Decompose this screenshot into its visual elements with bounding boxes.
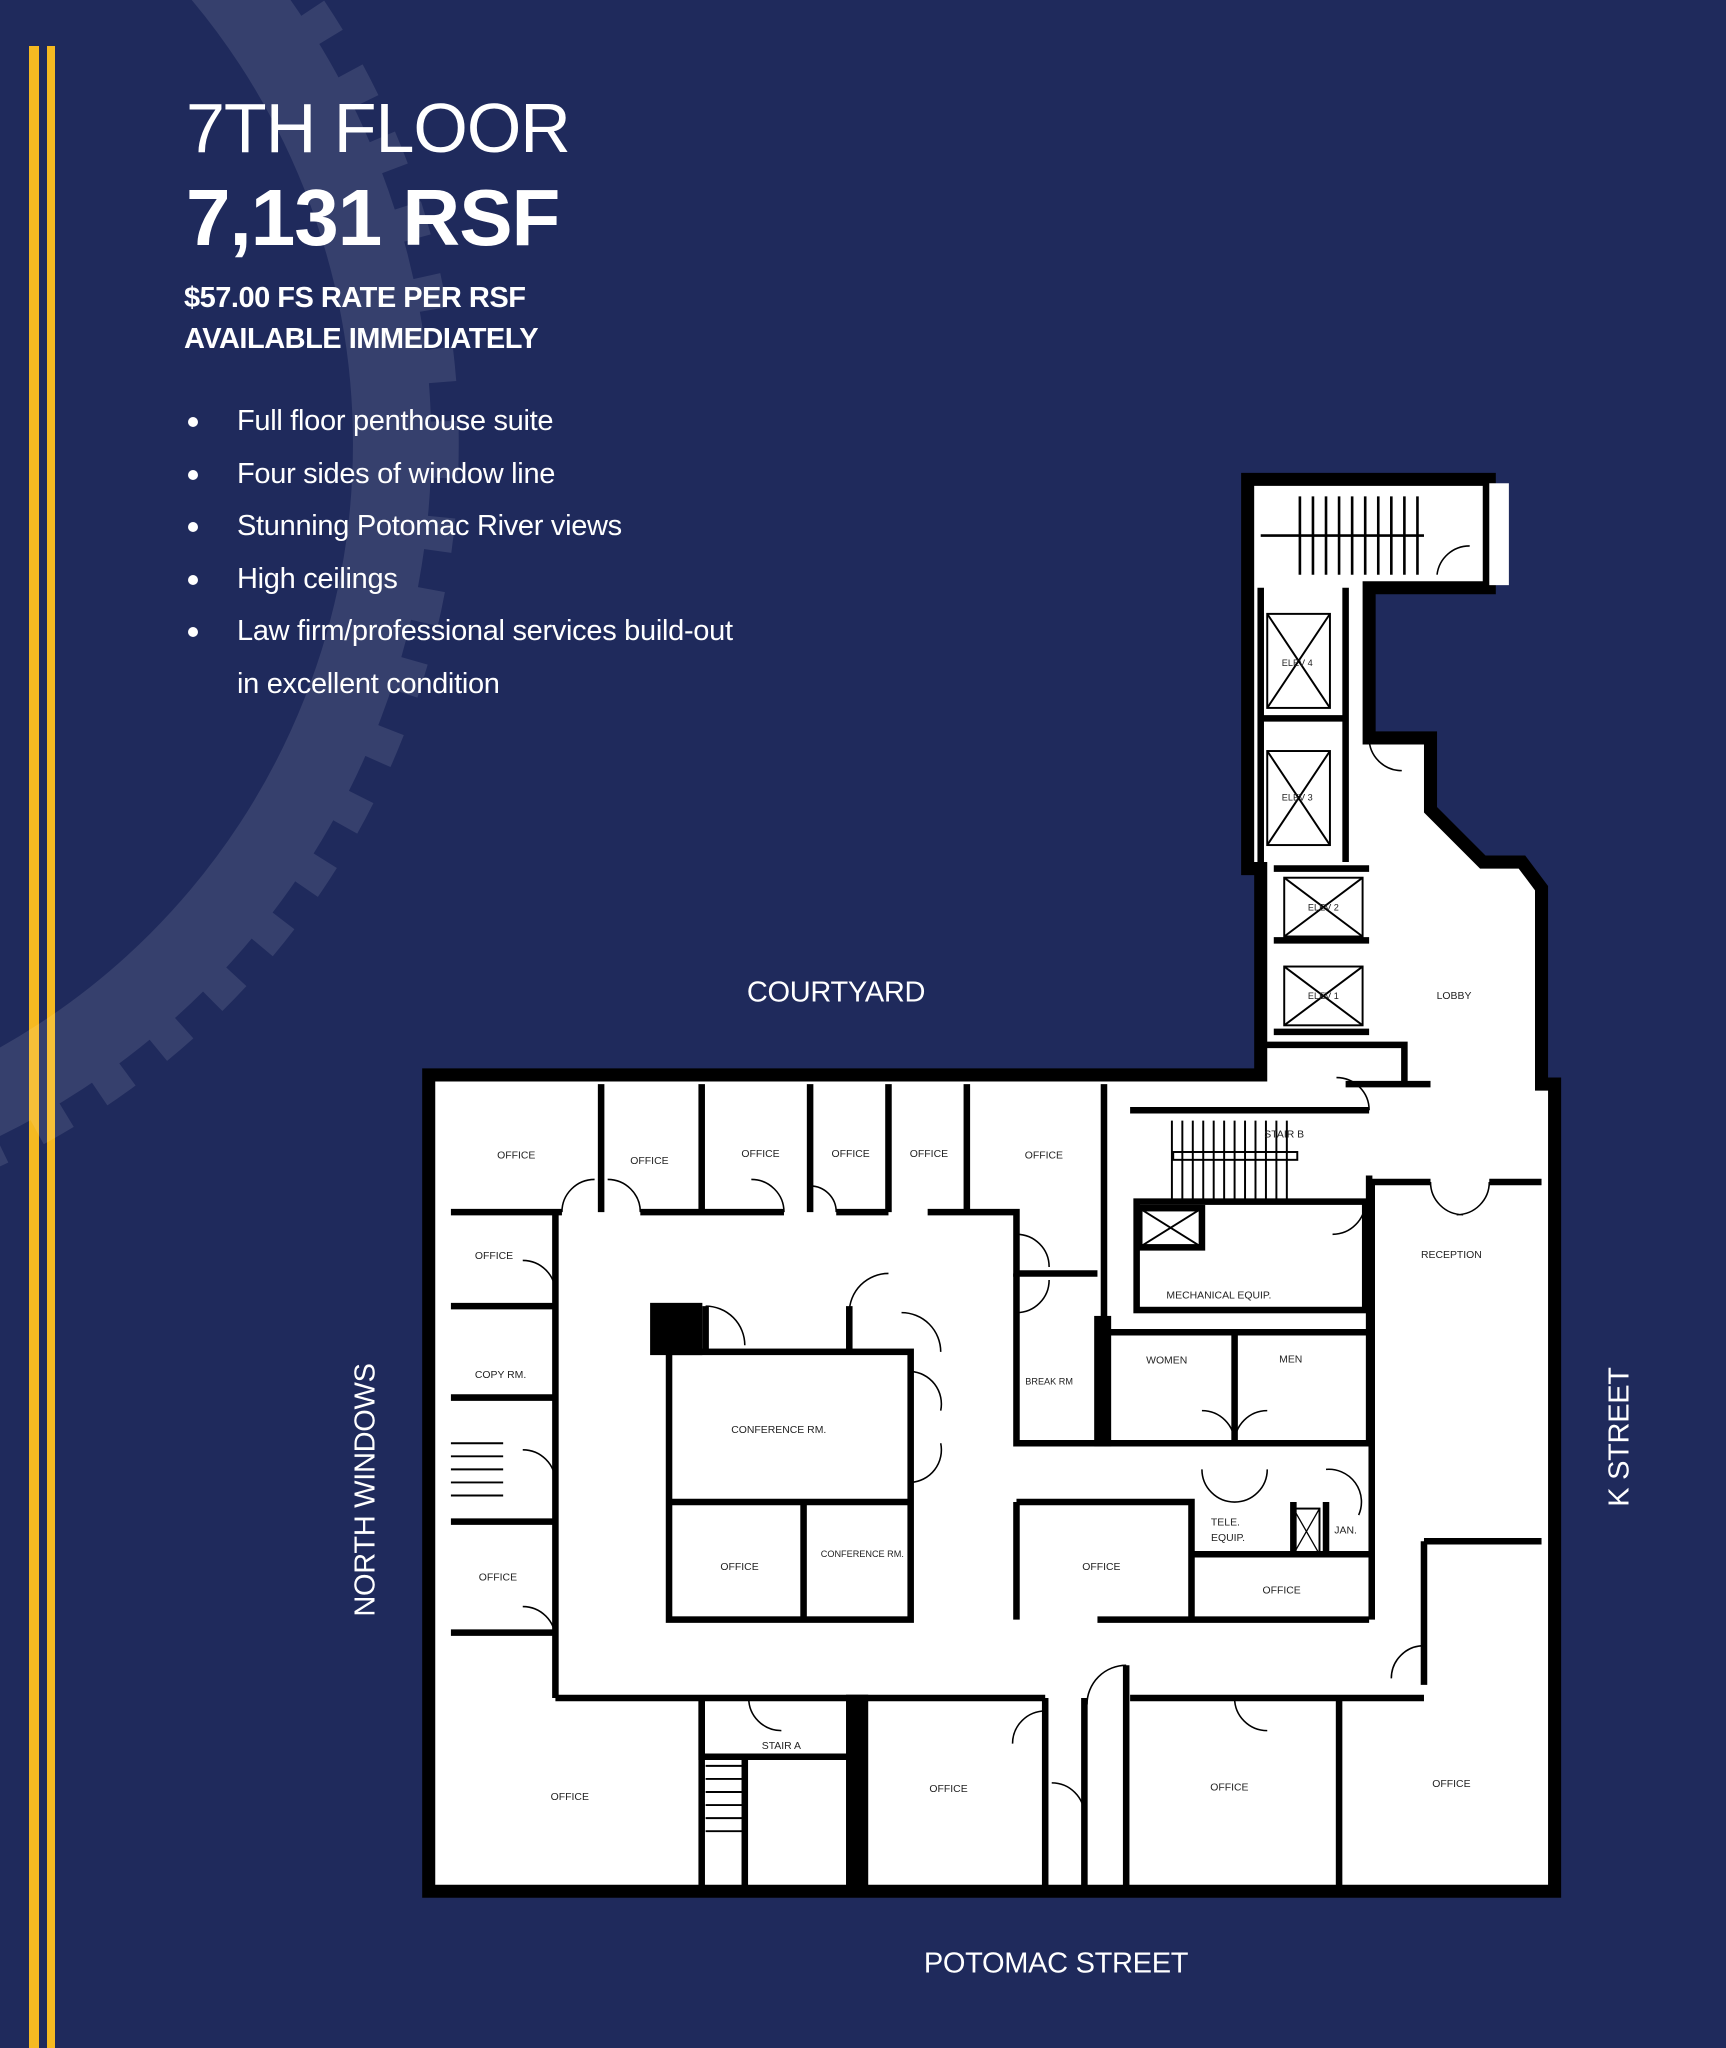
bullet-icon — [188, 417, 198, 427]
room-label: OFFICE — [1262, 1585, 1300, 1596]
room-label: LOBBY — [1437, 991, 1472, 1002]
room-label: TELE. — [1211, 1518, 1240, 1529]
watermark-gear-icon — [0, 0, 459, 1167]
room-label: OFFICE — [741, 1149, 779, 1160]
label-k-street: K STREET — [1603, 1367, 1636, 1507]
room-label: OFFICE — [1082, 1562, 1120, 1573]
room-label: OFFICE — [551, 1792, 589, 1803]
availability: AVAILABLE IMMEDIATELY — [184, 323, 539, 355]
room-label: CONFERENCE RM. — [731, 1425, 826, 1436]
bullet-icon — [188, 469, 198, 480]
feature-item: Stunning Potomac River views — [186, 500, 733, 553]
room-label: BREAK RM — [1025, 1376, 1073, 1386]
room-label: COPY RM. — [475, 1370, 526, 1381]
floor-title: 7TH FLOOR — [186, 89, 571, 167]
bullet-icon — [188, 522, 198, 532]
room-label: STAIR A — [762, 1741, 801, 1752]
room-label: OFFICE — [831, 1149, 869, 1160]
room-label: OFFICE — [910, 1149, 948, 1160]
room-label: OFFICE — [720, 1562, 758, 1573]
floor-area: 7,131 RSF — [186, 173, 560, 262]
room-label: WOMEN — [1146, 1356, 1187, 1367]
doors — [522, 545, 1491, 1816]
feature-list: Full floor penthouse suite Four sides of… — [186, 395, 733, 710]
room-label: OFFICE — [479, 1572, 517, 1583]
label-potomac-street: POTOMAC STREET — [923, 1947, 1189, 1980]
room-label: CONFERENCE RM. — [821, 1549, 904, 1559]
room-label: JAN. — [1334, 1525, 1357, 1536]
room-label: RECEPTION — [1421, 1250, 1482, 1261]
room-label: STAIR B — [1264, 1130, 1304, 1141]
elevators — [1266, 612, 1364, 1027]
room-labels: OFFICE OFFICE OFFICE OFFICE OFFICE OFFIC… — [475, 658, 1482, 1803]
room-label: OFFICE — [630, 1156, 668, 1167]
accent-stripe-outer — [29, 46, 39, 2048]
label-courtyard: COURTYARD — [746, 976, 926, 1009]
room-label: OFFICE — [1025, 1151, 1063, 1162]
feature-item: Four sides of window line — [186, 448, 733, 501]
rental-rate: $57.00 FS RATE PER RSF — [184, 282, 526, 314]
interior-walls — [450, 496, 1542, 1895]
feature-item: Law firm/professional services build-out — [186, 605, 733, 658]
room-label: OFFICE — [497, 1151, 535, 1162]
room-label: ELEV 3 — [1282, 793, 1313, 803]
room-label: ELEV 4 — [1282, 658, 1313, 668]
feature-item: High ceilings — [186, 553, 733, 606]
room-label: OFFICE — [1432, 1779, 1470, 1790]
room-label: OFFICE — [475, 1251, 513, 1262]
label-north-windows: NORTH WINDOWS — [349, 1363, 382, 1617]
feature-item: Full floor penthouse suite — [186, 395, 733, 448]
feature-item-continued: in excellent condition — [237, 667, 500, 700]
accent-stripe-inner — [47, 46, 55, 2048]
room-label: MEN — [1279, 1354, 1302, 1365]
room-label: OFFICE — [1210, 1783, 1248, 1794]
room-label: MECHANICAL EQUIP. — [1166, 1290, 1271, 1301]
room-label: OFFICE — [929, 1784, 967, 1795]
bullet-icon — [188, 627, 198, 637]
room-label: ELEV 2 — [1308, 902, 1339, 912]
room-label: ELEV 1 — [1308, 991, 1339, 1001]
floor-footprint — [422, 472, 1562, 1898]
bullet-icon — [188, 574, 198, 585]
room-label: EQUIP. — [1211, 1533, 1245, 1544]
